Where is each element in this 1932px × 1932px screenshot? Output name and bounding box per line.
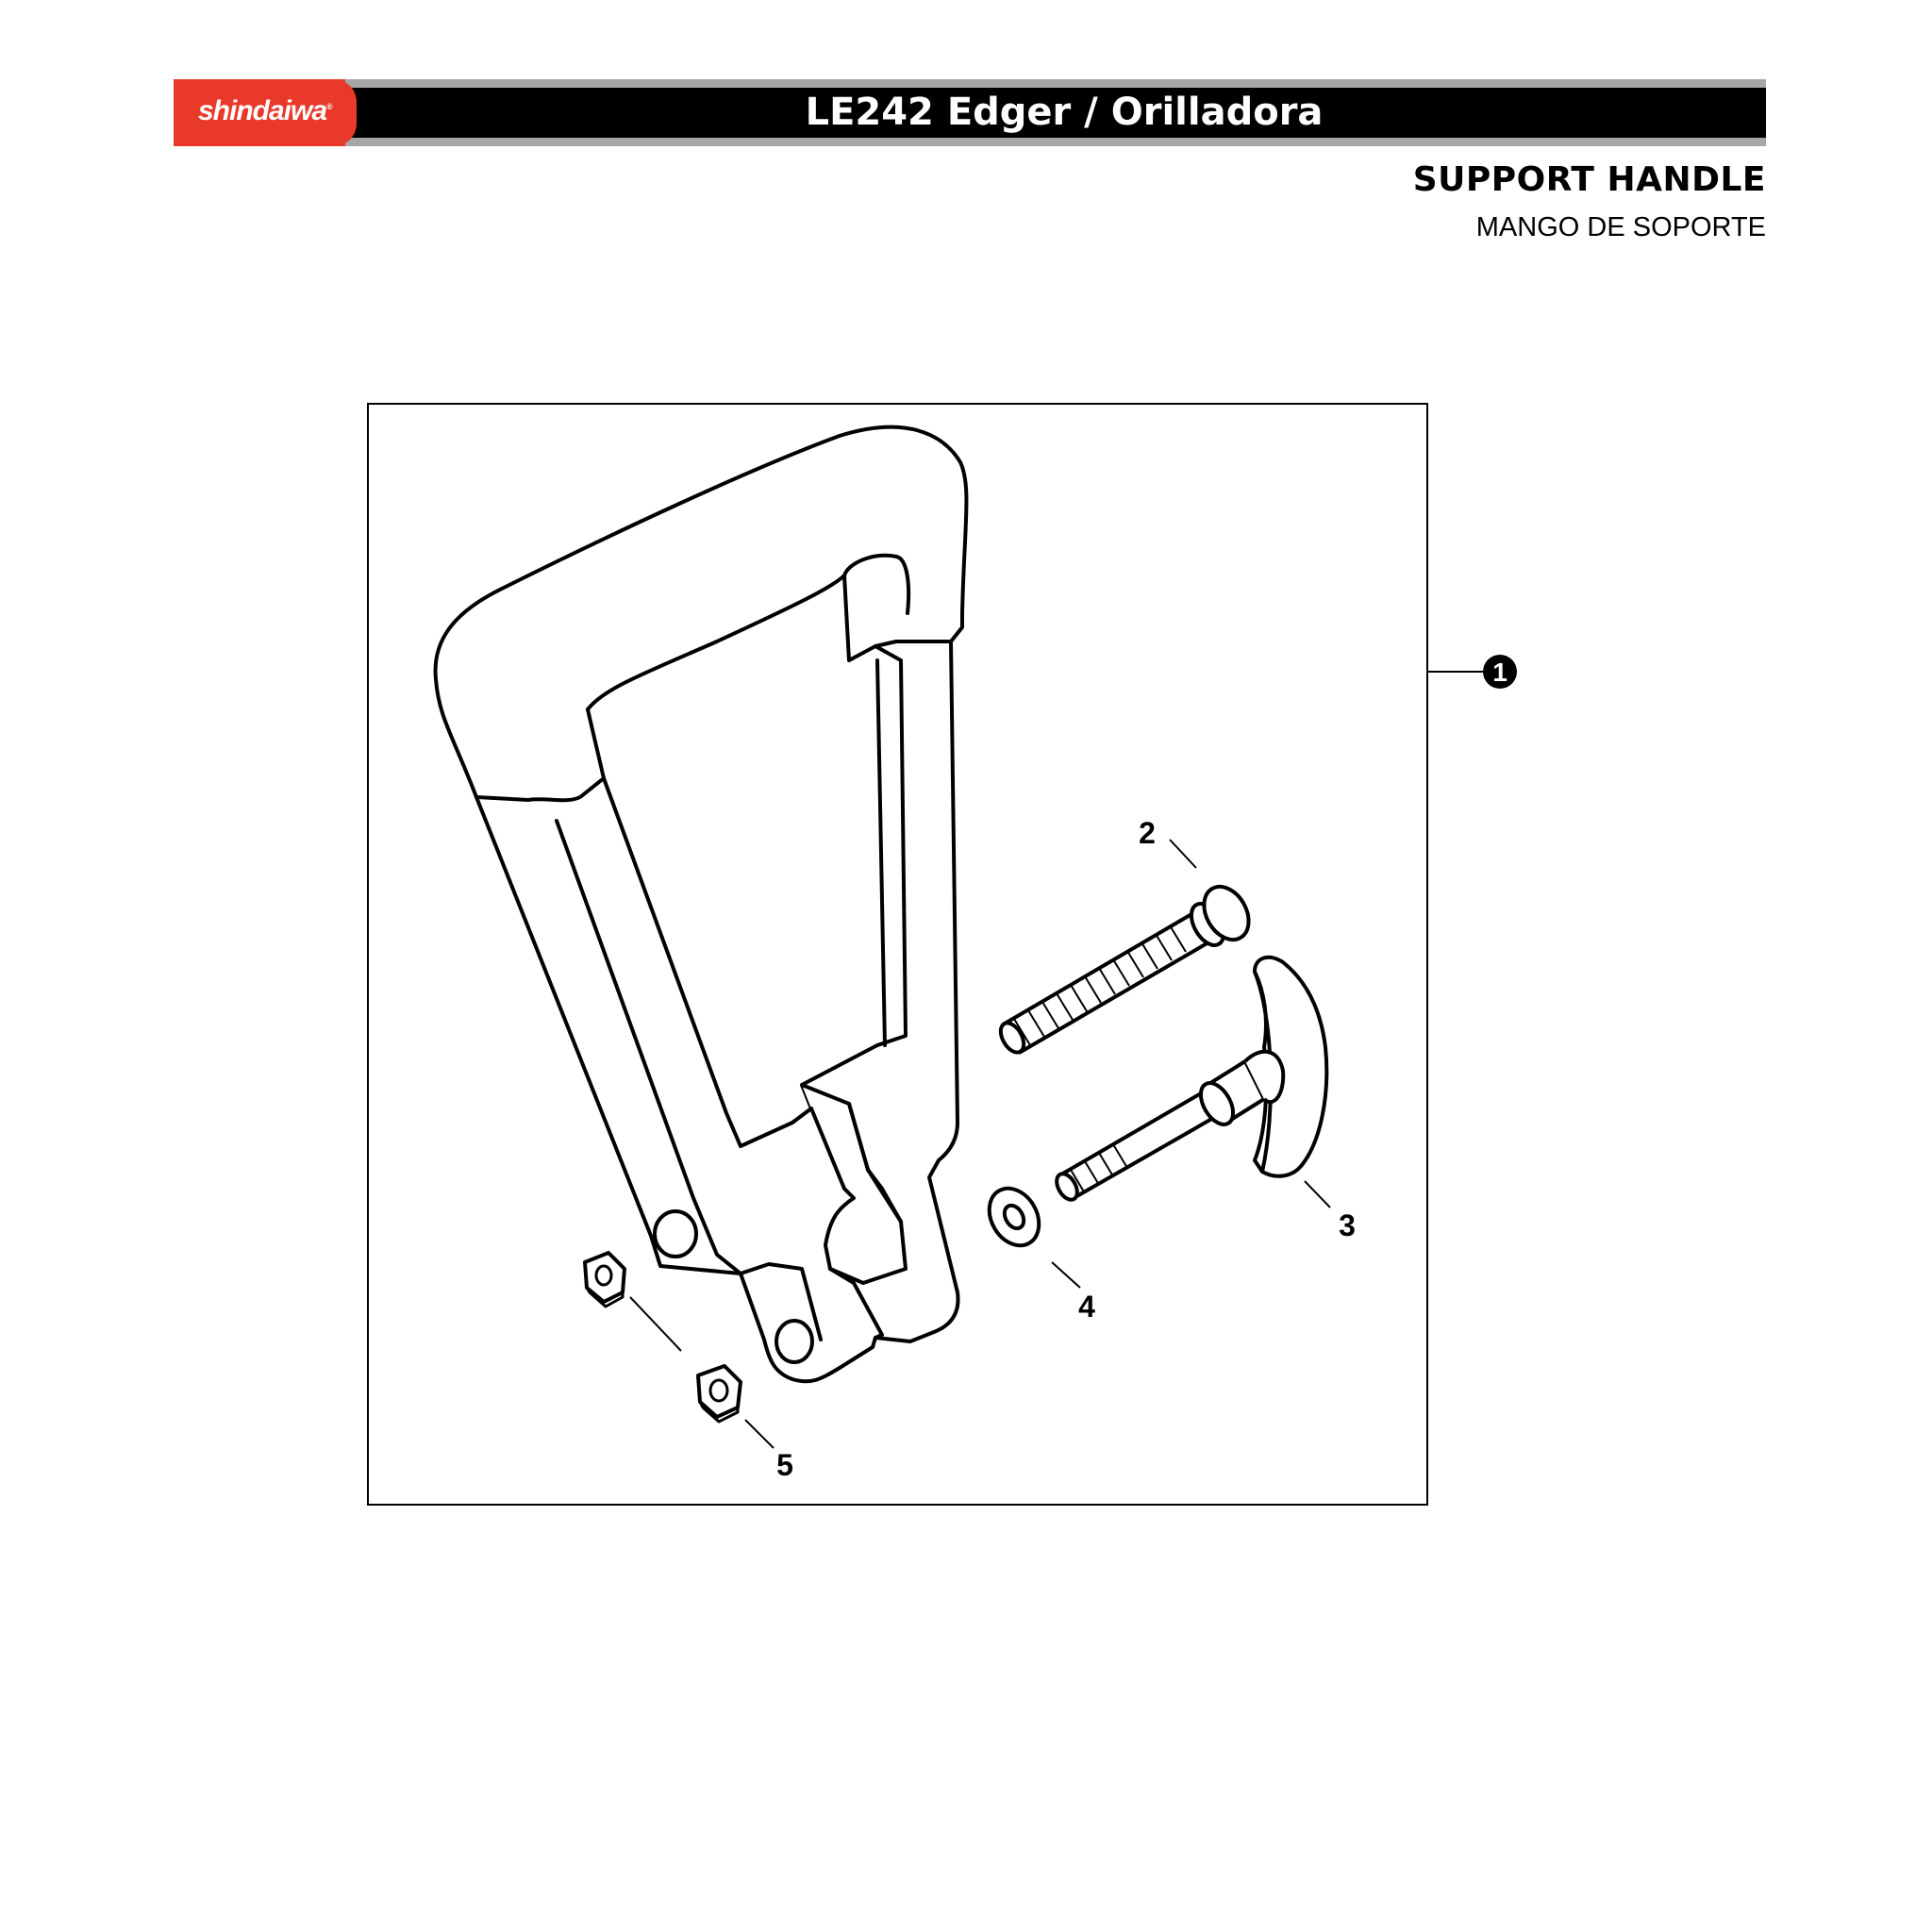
leader-line-5a — [629, 1296, 682, 1352]
bolt-shaft — [1002, 908, 1218, 1055]
handle-grip-inner — [475, 708, 606, 803]
bolt-head — [1202, 884, 1251, 942]
knob-bolt-tip — [1055, 1172, 1079, 1202]
brand-name: shindaiwa — [198, 95, 327, 126]
knob-bolt-boss — [1243, 1049, 1286, 1105]
leader-lines — [629, 671, 1483, 1449]
callout-3: 3 — [1339, 1208, 1356, 1242]
callout-2: 2 — [1139, 816, 1156, 850]
leader-line-3 — [1304, 1180, 1331, 1208]
knob-bolt-drawing — [1055, 955, 1329, 1202]
leader-line-4 — [1051, 1261, 1081, 1289]
bolt-drawing — [998, 884, 1251, 1055]
header-black-band — [343, 88, 1766, 138]
callout-1-circle — [1483, 655, 1517, 689]
bolt-threads — [1013, 924, 1187, 1046]
nut-lower-drawing — [696, 1364, 742, 1424]
handle-hole-upper — [653, 1209, 698, 1258]
leader-line-2 — [1169, 839, 1197, 869]
knob-bolt-shaft — [1059, 1088, 1224, 1200]
brand-logo — [174, 79, 345, 146]
support-handle-drawing — [433, 425, 969, 1384]
handle-left-arm-line — [555, 819, 742, 1275]
handle-clamp-slot — [847, 1102, 903, 1224]
page-header: shindaiwa® LE242 Edger / Orilladora — [174, 79, 1766, 147]
handle-lower-tab — [739, 1262, 823, 1341]
header-grey-stripe-top — [343, 79, 1766, 88]
brand-logo-cap — [334, 79, 357, 146]
knob-bolt-knob — [1253, 955, 1329, 1178]
handle-right-rail — [875, 658, 887, 1047]
brand-logo-text: shindaiwa® — [198, 95, 333, 127]
section-title: SUPPORT HANDLE — [1412, 160, 1766, 199]
handle-grip-band — [842, 553, 911, 615]
callout-4: 4 — [1078, 1290, 1095, 1324]
section-subtitle: MANGO DE SOPORTE — [1475, 212, 1766, 242]
page-title: LE242 Edger / Orilladora — [805, 91, 1324, 134]
handle-clamp-lower — [828, 1267, 884, 1340]
bolt-tip — [998, 1021, 1026, 1055]
handle-hole-lower — [774, 1319, 814, 1364]
nut-upper-side — [585, 1287, 625, 1308]
washer-inner — [1002, 1203, 1026, 1231]
knob-bolt-threads — [1070, 1143, 1128, 1194]
brand-registered-mark: ® — [326, 102, 333, 111]
leader-line-5b — [744, 1419, 774, 1449]
handle-grip-top-inner — [586, 574, 953, 711]
diagram-frame — [367, 403, 1428, 1506]
header-grey-stripe-bottom — [343, 138, 1766, 146]
nut-lower-hole — [708, 1378, 729, 1403]
nut-lower-side — [698, 1401, 740, 1424]
callout-5: 5 — [776, 1448, 793, 1482]
nut-upper-drawing — [583, 1251, 626, 1308]
nut-upper-hole — [594, 1264, 613, 1287]
washer-drawing — [987, 1186, 1041, 1248]
callout-1: 1 — [1492, 658, 1507, 687]
knob-bolt-collar-end — [1198, 1081, 1236, 1126]
